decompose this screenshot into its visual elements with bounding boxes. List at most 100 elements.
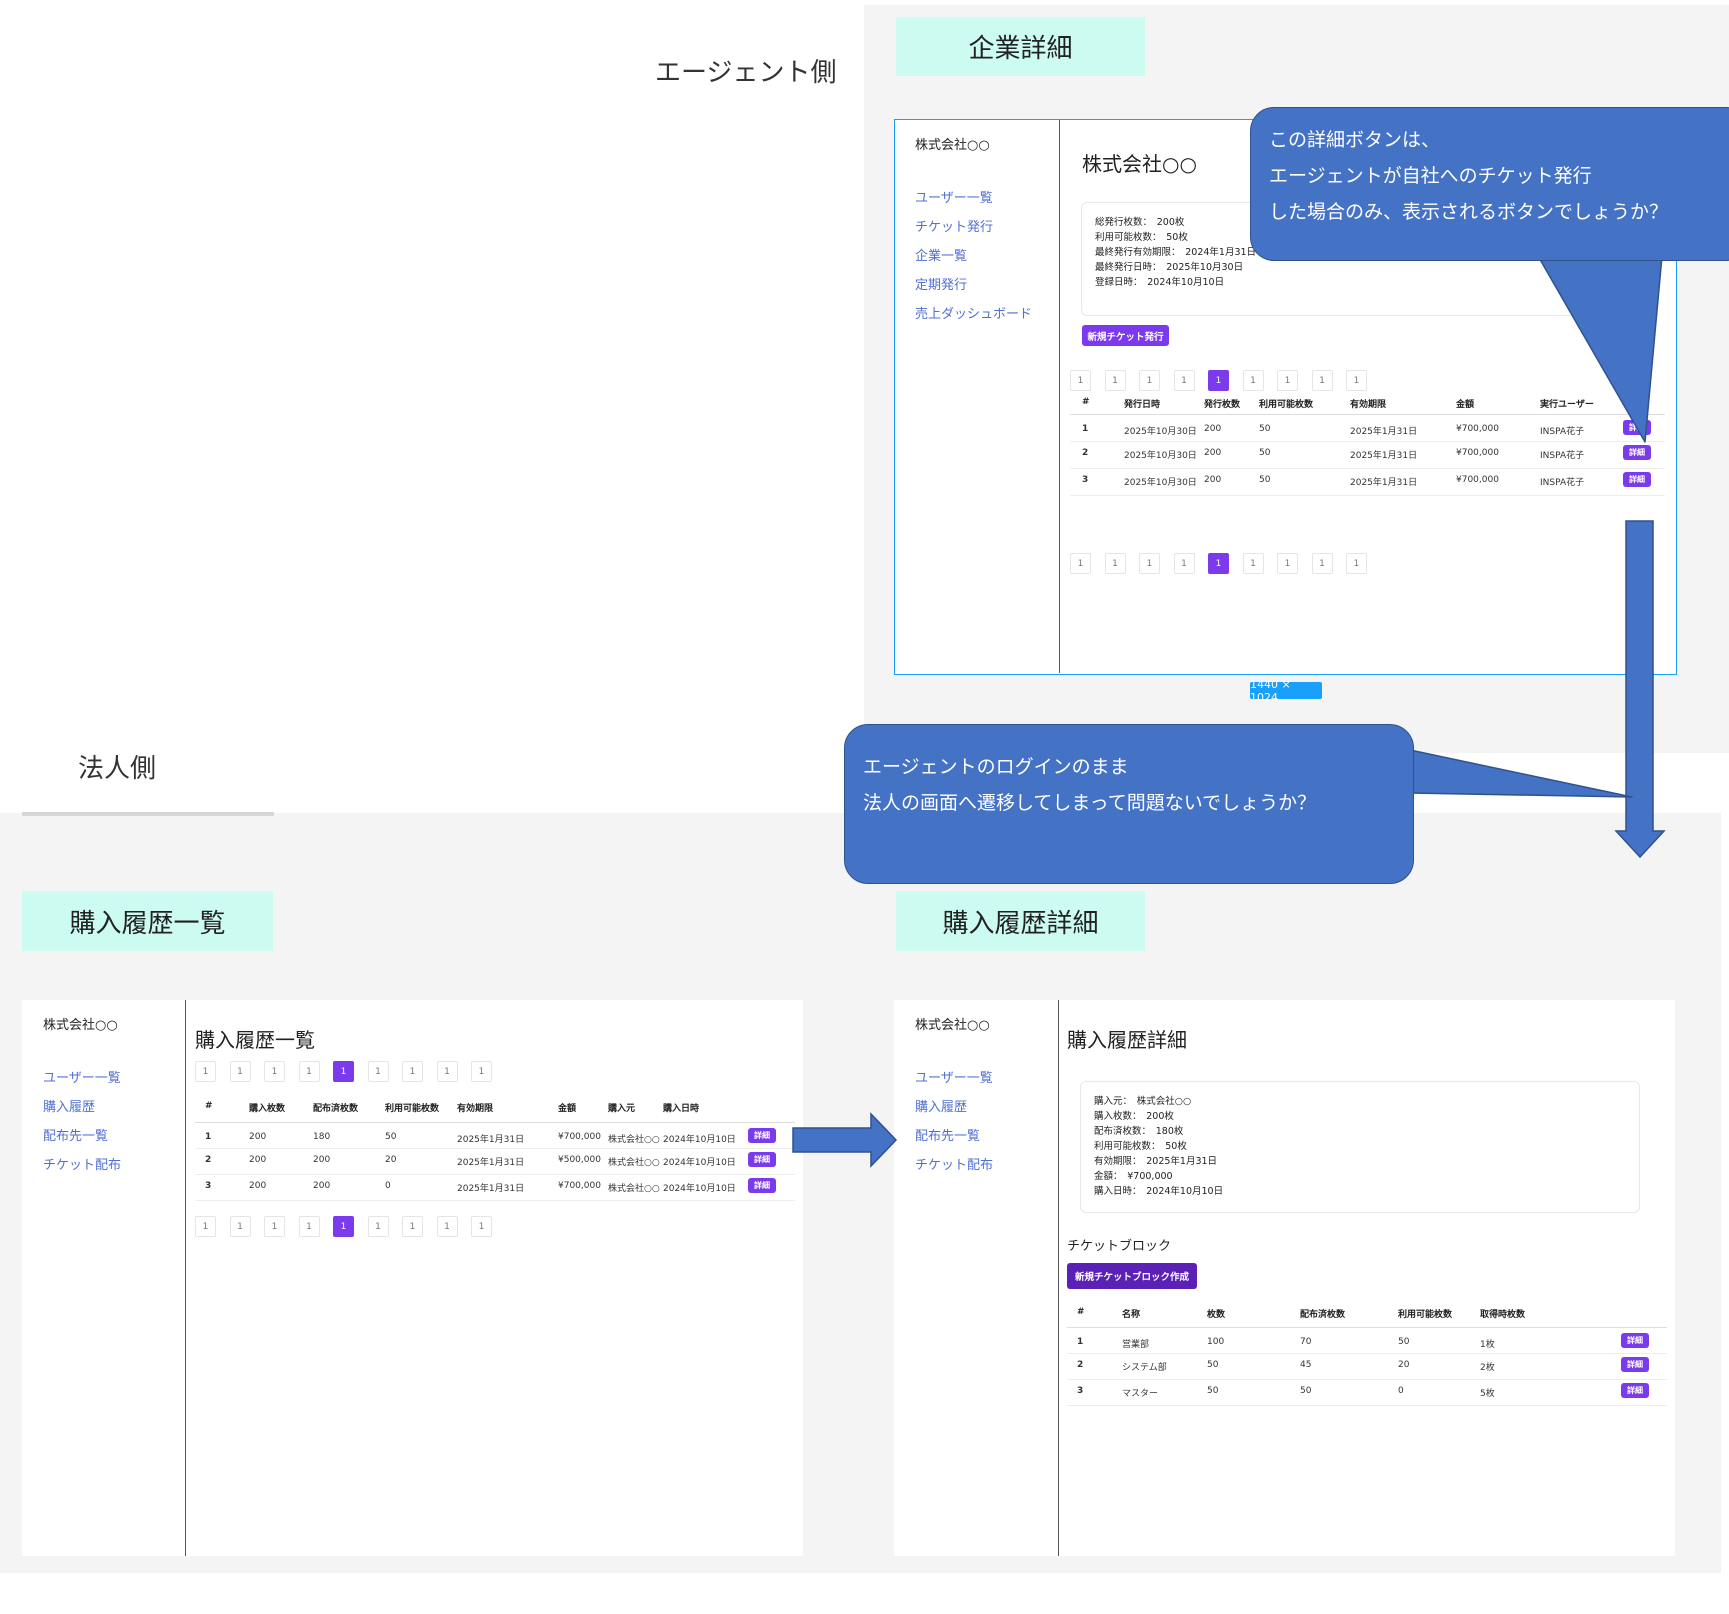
page-button[interactable]: 1 <box>1242 370 1264 391</box>
page-button[interactable]: 1 <box>1242 553 1264 574</box>
info-source: 購入元： 株式会社○○ <box>1094 1096 1192 1107</box>
table-cell: 50 <box>1207 1386 1219 1396</box>
sidebar-item-purchase-history[interactable]: 購入履歴 <box>43 1100 96 1115</box>
row-number: 3 <box>1077 1386 1084 1396</box>
sidebar-item-users[interactable]: ユーザー一覧 <box>915 1071 993 1086</box>
detail-button[interactable]: 詳細 <box>1623 445 1651 460</box>
page-button[interactable]: 1 <box>298 1216 320 1237</box>
table-cell: 2024年10月10日 <box>663 1184 736 1194</box>
detail-button[interactable]: 詳細 <box>1623 420 1651 435</box>
page-button-active[interactable]: 1 <box>333 1061 354 1082</box>
sidebar-item-users[interactable]: ユーザー一覧 <box>915 191 993 206</box>
table-cell: 50 <box>1398 1337 1410 1347</box>
info-purchase-date: 購入日時： 2024年10月10日 <box>1094 1186 1224 1197</box>
detail-button[interactable]: 詳細 <box>748 1178 776 1193</box>
page-button[interactable]: 1 <box>195 1216 216 1237</box>
detail-button[interactable]: 詳細 <box>1621 1357 1649 1372</box>
page-button[interactable]: 1 <box>1277 553 1298 574</box>
table-cell: INSPA花子 <box>1540 478 1585 488</box>
page-button[interactable]: 1 <box>1277 370 1298 391</box>
table-cell: 200 <box>313 1181 331 1191</box>
row-number: 3 <box>205 1181 212 1191</box>
ticket-block-heading: チケットブロック <box>1067 1239 1172 1254</box>
page-button[interactable]: 1 <box>1139 370 1160 391</box>
page-button-active[interactable]: 1 <box>1208 553 1229 574</box>
page-button-active[interactable]: 1 <box>1208 370 1229 391</box>
table-cell: 45 <box>1300 1360 1312 1370</box>
sidebar-item-periodic-issue[interactable]: 定期発行 <box>915 278 968 293</box>
page-button[interactable]: 1 <box>298 1061 320 1082</box>
page-button[interactable]: 1 <box>436 1216 458 1237</box>
page-button[interactable]: 1 <box>402 1216 423 1237</box>
page-button[interactable]: 1 <box>436 1061 458 1082</box>
page-button[interactable]: 1 <box>471 1061 492 1082</box>
sidebar-item-ticket-distribution[interactable]: チケット配布 <box>43 1158 122 1173</box>
detail-button[interactable]: 詳細 <box>748 1152 776 1167</box>
info-total-issued: 総発行枚数： 200枚 <box>1095 217 1185 228</box>
column-header: 金額 <box>1456 400 1475 410</box>
table-cell: 200 <box>249 1155 267 1165</box>
detail-button[interactable]: 詳細 <box>1621 1383 1649 1398</box>
page-button[interactable]: 1 <box>264 1216 285 1237</box>
table-cell: 20 <box>1398 1360 1410 1370</box>
table-cell: 株式会社○○ <box>608 1135 660 1145</box>
table-cell: 20 <box>385 1155 397 1165</box>
table-cell: ¥700,000 <box>558 1181 601 1191</box>
detail-button[interactable]: 詳細 <box>748 1128 776 1143</box>
page-button[interactable]: 1 <box>1346 553 1367 574</box>
row-number: 1 <box>1082 424 1089 434</box>
page-button[interactable]: 1 <box>195 1061 216 1082</box>
purchase-detail-frame: 株式会社○○ ユーザー一覧 購入履歴 配布先一覧 チケット配布 購入履歴詳細 購… <box>894 1000 1675 1556</box>
row-number: 1 <box>1077 1337 1084 1347</box>
sidebar-item-ticket-issue[interactable]: チケット発行 <box>915 220 994 235</box>
sidebar-item-distribution-list[interactable]: 配布先一覧 <box>915 1129 981 1144</box>
table-cell: 200 <box>1204 475 1222 485</box>
table-cell: 営業部 <box>1122 1340 1150 1350</box>
new-ticket-issue-button[interactable]: 新規チケット発行 <box>1082 325 1169 346</box>
page-button[interactable]: 1 <box>1173 553 1195 574</box>
table-cell: INSPA花子 <box>1540 427 1585 437</box>
sidebar-item-purchase-history[interactable]: 購入履歴 <box>915 1100 968 1115</box>
corp-label-underline <box>22 812 274 816</box>
page-button[interactable]: 1 <box>1070 553 1091 574</box>
page-button[interactable]: 1 <box>402 1061 423 1082</box>
page-button[interactable]: 1 <box>1173 370 1195 391</box>
page-button[interactable]: 1 <box>1311 370 1333 391</box>
page-button[interactable]: 1 <box>229 1216 251 1237</box>
page-button[interactable]: 1 <box>1070 370 1091 391</box>
agent-sidebar: 株式会社○○ ユーザー一覧 チケット発行 企業一覧 定期発行 売上ダッシュボード <box>895 120 1060 673</box>
page-button[interactable]: 1 <box>367 1061 389 1082</box>
sidebar-item-distribution-list[interactable]: 配布先一覧 <box>43 1129 109 1144</box>
column-header: # <box>1082 397 1090 407</box>
sidebar-company-name: 株式会社○○ <box>915 1018 990 1033</box>
page-button[interactable]: 1 <box>1104 553 1126 574</box>
sidebar-item-ticket-distribution[interactable]: チケット配布 <box>915 1158 994 1173</box>
page-button[interactable]: 1 <box>1346 370 1367 391</box>
sidebar-item-companies[interactable]: 企業一覧 <box>915 249 968 264</box>
page-button[interactable]: 1 <box>1104 370 1126 391</box>
sidebar-item-sales-dashboard[interactable]: 売上ダッシュボード <box>915 307 1033 322</box>
table-cell: 50 <box>1259 475 1271 485</box>
title-purchase-detail: 購入履歴詳細 <box>896 891 1145 951</box>
callout-login-transition-question: エージェントのログインのまま 法人の画面へ遷移してしまって問題ないでしょうか？ <box>844 724 1414 884</box>
page-button[interactable]: 1 <box>471 1216 492 1237</box>
page-button-active[interactable]: 1 <box>333 1216 354 1237</box>
page-button[interactable]: 1 <box>264 1061 285 1082</box>
sidebar-item-users[interactable]: ユーザー一覧 <box>43 1071 121 1086</box>
page-button[interactable]: 1 <box>1311 553 1333 574</box>
detail-button[interactable]: 詳細 <box>1623 472 1651 487</box>
purchase-info-card: 購入元： 株式会社○○ 購入枚数： 200枚 配布済枚数： 180枚 利用可能枚… <box>1080 1081 1640 1213</box>
detail-button[interactable]: 詳細 <box>1621 1333 1649 1348</box>
page-button[interactable]: 1 <box>367 1216 389 1237</box>
page-title: 購入履歴詳細 <box>1067 1028 1187 1052</box>
page-button[interactable]: 1 <box>1139 553 1160 574</box>
table-cell: 200 <box>249 1181 267 1191</box>
new-ticket-block-button[interactable]: 新規チケットブロック作成 <box>1067 1263 1197 1289</box>
page-button[interactable]: 1 <box>229 1061 251 1082</box>
